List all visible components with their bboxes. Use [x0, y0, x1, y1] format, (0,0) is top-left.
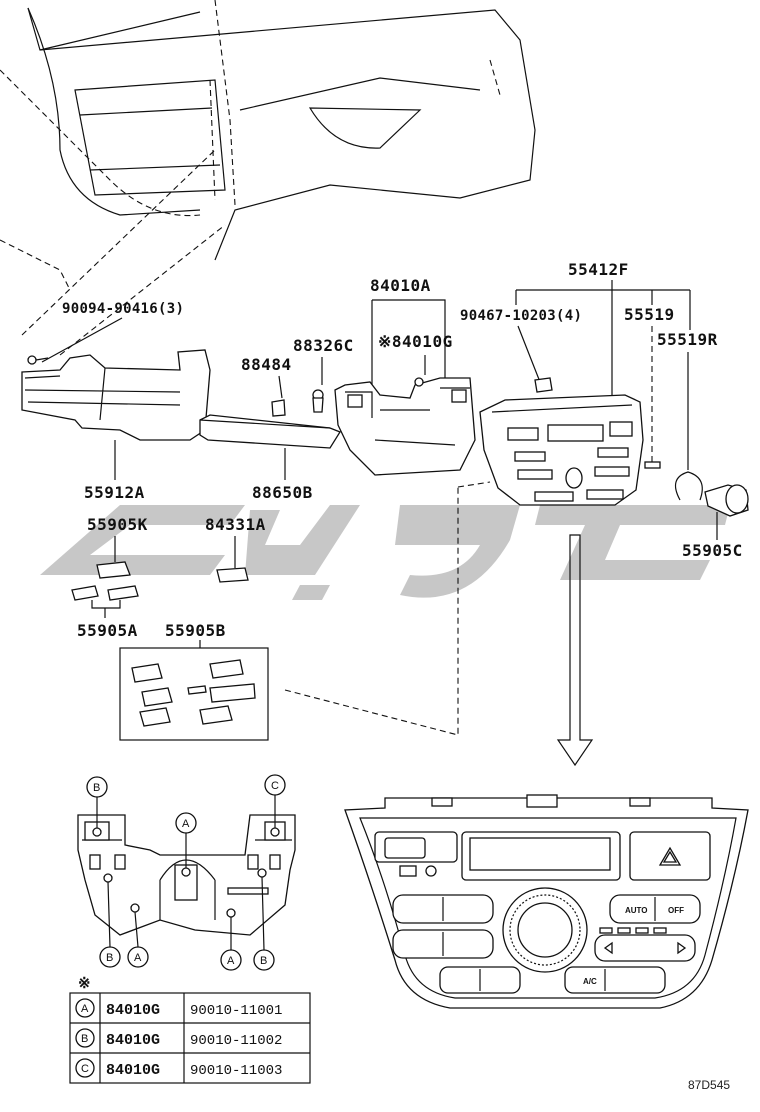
bracket-detail: [77, 814, 296, 936]
label-84331A: 84331A: [205, 515, 266, 534]
callout-A-mid: A: [175, 812, 197, 868]
callout-B-bottom-right: B: [253, 876, 275, 971]
climate-panel: AUTO OFF A/C: [344, 794, 749, 1009]
auto-button[interactable]: AUTO: [625, 906, 648, 915]
label-84010G-note: ※84010G: [378, 332, 453, 351]
part-55912A: [21, 349, 211, 441]
part-84010A: [312, 377, 476, 476]
svg-text:A: A: [134, 952, 142, 964]
down-arrow: [556, 534, 594, 767]
label-55519: 55519: [624, 305, 675, 324]
table-row-number: 90010-11003: [190, 1063, 282, 1079]
table-row-number: 90010-11002: [190, 1033, 282, 1049]
label-88484: 88484: [241, 355, 292, 374]
table-row-part: 84010G: [106, 1062, 160, 1079]
callout-A-bottom-right: A: [220, 917, 242, 971]
svg-text:C: C: [271, 780, 279, 792]
watermark: [40, 505, 730, 600]
part-55905B-box: [119, 647, 269, 741]
table-mark: ※: [78, 976, 91, 993]
part-55519R: [674, 471, 703, 501]
callout-C-top: C: [264, 774, 286, 828]
table-row-key: B: [81, 1033, 88, 1045]
label-55412F: 55412F: [568, 260, 629, 279]
reference-code: 87D545: [688, 1078, 730, 1092]
label-55905C: 55905C: [682, 541, 743, 560]
table-row-key: A: [81, 1003, 89, 1015]
label-55905K: 55905K: [87, 515, 148, 534]
dashboard-outline: [0, 0, 536, 356]
part-55905C: [704, 484, 749, 517]
svg-text:A: A: [227, 955, 235, 967]
svg-text:A: A: [182, 818, 190, 830]
off-button[interactable]: OFF: [668, 906, 684, 915]
label-90467-10203: 90467-10203(4): [460, 308, 582, 324]
ac-button[interactable]: A/C: [583, 977, 597, 986]
svg-text:B: B: [93, 782, 100, 794]
callout-A-bottom-left: A: [127, 911, 149, 968]
table-row-number: 90010-11001: [190, 1003, 282, 1019]
label-90094-90416: 90094-90416(3): [62, 301, 184, 317]
label-88326C: 88326C: [293, 336, 354, 355]
part-55905A: [71, 585, 139, 601]
part-84331A: [216, 567, 249, 583]
label-55905A: 55905A: [77, 621, 138, 640]
reference-table: ※ A 84010G 90010-11001 B 84010G 90010-11…: [69, 976, 311, 1084]
table-row-part: 84010G: [106, 1002, 160, 1019]
label-84010A: 84010A: [370, 276, 431, 295]
label-55519R: 55519R: [657, 330, 718, 349]
part-55905K: [96, 561, 131, 579]
table-row-key: C: [81, 1063, 89, 1075]
table-row-part: 84010G: [106, 1032, 160, 1049]
callout-B-bottom-left: B: [99, 881, 121, 968]
part-88650B: [199, 399, 341, 449]
label-55912A: 55912A: [84, 483, 145, 502]
label-55905B: 55905B: [165, 621, 226, 640]
svg-text:B: B: [106, 952, 113, 964]
part-55412F: [479, 377, 661, 506]
svg-text:B: B: [260, 955, 267, 967]
label-88650B: 88650B: [252, 483, 313, 502]
callout-B-top: B: [86, 776, 108, 828]
